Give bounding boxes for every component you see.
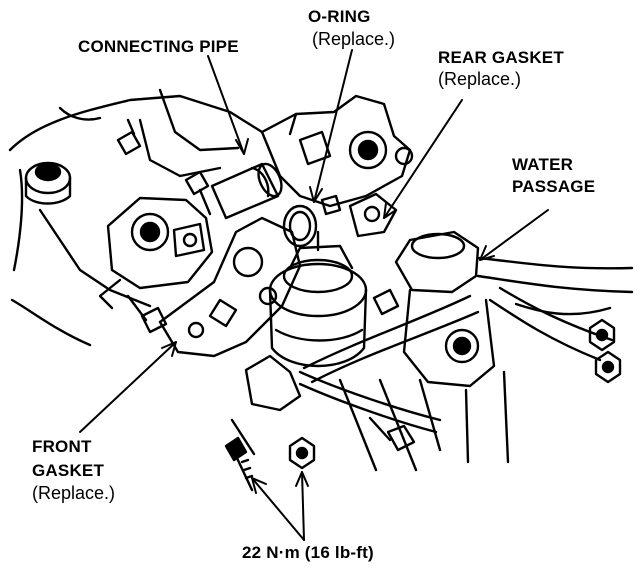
front-gasket-label-line-2: GASKET — [32, 461, 105, 480]
water-passage-label-line-2: PASSAGE — [512, 177, 596, 196]
left-flange-housing — [98, 196, 214, 310]
cap-fitting — [24, 161, 72, 205]
bolt-1 — [224, 436, 254, 492]
front-gasket — [158, 216, 302, 358]
bolt-2 — [368, 416, 416, 452]
torque-spec-label: 22 N·m (16 lb-ft) — [242, 543, 374, 562]
rear-gasket-label: REAR GASKET — [438, 48, 564, 67]
bolt-3 — [372, 288, 400, 316]
engine-block — [8, 88, 264, 347]
connecting-pipe-label: CONNECTING PIPE — [78, 37, 239, 56]
rear-gasket-note: (Replace.) — [438, 69, 522, 89]
cross-tube — [298, 294, 480, 434]
center-pump-housing — [244, 230, 368, 412]
o-ring-note: (Replace.) — [312, 29, 396, 49]
outlet-housing — [394, 230, 496, 388]
leader-lines — [79, 49, 549, 541]
top-bolt — [116, 118, 142, 156]
connecting-pipe — [210, 162, 283, 220]
water-passage-label-line-1: WATER — [512, 155, 574, 174]
outlet-pipes — [464, 256, 634, 464]
o-ring — [282, 204, 318, 248]
top-bolt-left — [184, 170, 212, 216]
lower-left-bolt — [126, 294, 168, 334]
nut-1 — [288, 436, 316, 470]
nut-right-1 — [588, 318, 616, 352]
rear-gasket — [320, 192, 398, 238]
front-gasket-label-line-1: FRONT — [32, 437, 92, 456]
front-gasket-note: (Replace.) — [32, 483, 116, 503]
lower-manifold — [230, 378, 442, 472]
upper-rear-housing — [260, 94, 414, 208]
o-ring-label: O-RING — [308, 7, 371, 26]
nut-right-2 — [594, 350, 622, 384]
